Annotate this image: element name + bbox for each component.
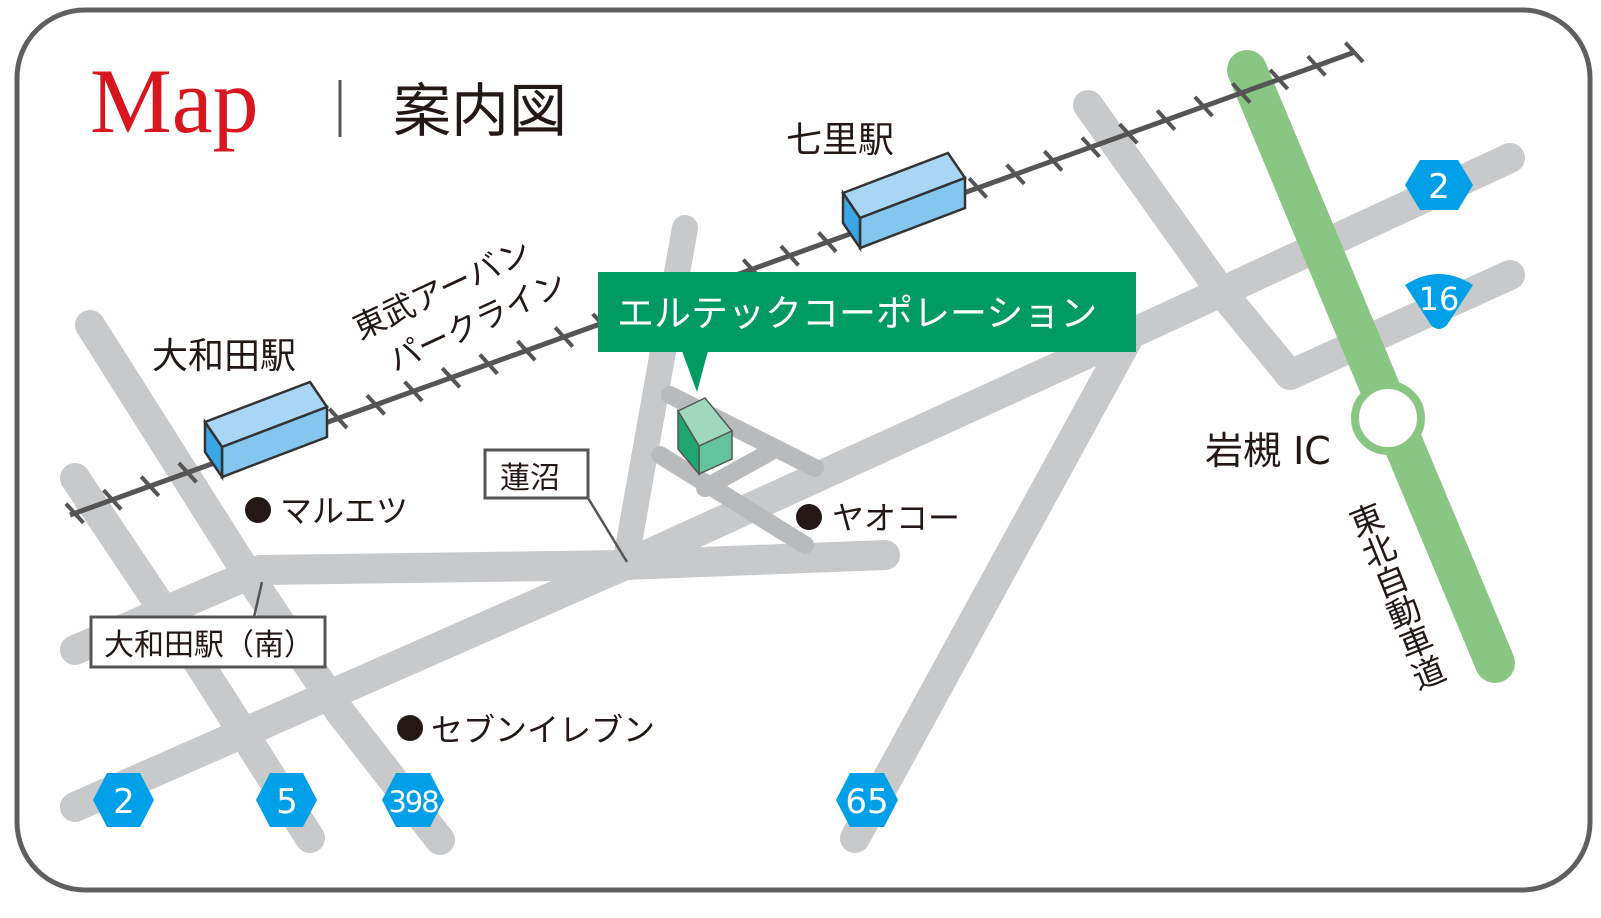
- svg-text:65: 65: [845, 782, 888, 822]
- shield-route-398: 398: [382, 773, 444, 827]
- road-minor-3: [696, 443, 779, 497]
- callout-pointer: [682, 351, 708, 392]
- interchange-label: 岩槻 IC: [1205, 429, 1331, 473]
- title-map-ja: 案内図: [393, 77, 567, 145]
- landmark-bullet-icon: [796, 504, 822, 530]
- svg-text:5: 5: [276, 782, 298, 822]
- company-name: エルテックコーポレーション: [617, 292, 1097, 335]
- rail-tie: [1118, 122, 1139, 145]
- rail-tie: [1005, 163, 1026, 186]
- rail-tie: [403, 380, 424, 403]
- interchange-icon: [1351, 381, 1425, 455]
- landmark-seven-eleven-label: セブンイレブン: [431, 711, 655, 749]
- bus-stop-owada-south: 大和田駅（南）: [89, 581, 327, 669]
- rail-tie: [102, 488, 123, 511]
- landmark-yaoko: ヤオコー: [796, 499, 960, 537]
- road-minor-2: [651, 446, 814, 554]
- rail-tie: [440, 366, 462, 389]
- rail-tie: [1268, 68, 1290, 91]
- rail-tie: [64, 502, 85, 525]
- rail-tie: [177, 461, 198, 484]
- expressway-line: [1227, 50, 1515, 683]
- svg-text:2: 2: [1428, 167, 1450, 207]
- rail-tie: [1306, 54, 1327, 77]
- rail-tie: [1231, 82, 1252, 104]
- svg-text:2: 2: [113, 782, 135, 822]
- company-building-icon[interactable]: [676, 397, 734, 477]
- expressway: [1227, 50, 1515, 683]
- company-callout-box[interactable]: [598, 272, 1136, 352]
- rail-tie: [139, 475, 161, 498]
- rail-tie: [967, 176, 989, 199]
- rail-tie: [327, 407, 349, 430]
- station-label-nanasato: 七里駅: [786, 120, 894, 161]
- rail-tie: [1343, 41, 1365, 64]
- rail-tie: [478, 353, 499, 376]
- rail-tie: [817, 231, 838, 254]
- road-route-65: [840, 320, 1145, 853]
- road-route-16: [1073, 90, 1525, 390]
- rail-tie: [553, 326, 575, 348]
- landmark-bullet-icon: [397, 715, 423, 741]
- rail-tie: [1193, 95, 1214, 118]
- station-omiya-box: [203, 380, 329, 482]
- map-header: Map 案内図: [90, 50, 567, 152]
- landmark-maruetsu: マルエツ: [245, 492, 408, 530]
- rail-tie: [1080, 136, 1102, 159]
- shield-route-2-top: 2: [1405, 160, 1473, 210]
- landmark-yaoko-label: ヤオコー: [832, 499, 960, 537]
- landmark-bullet-icon: [245, 497, 271, 523]
- rail-tie: [779, 244, 800, 267]
- bus-stop-owada-south-label: 大和田駅（南）: [104, 628, 314, 663]
- landmark-seven-eleven: セブンイレブン: [397, 711, 655, 749]
- rail-tie: [365, 393, 387, 416]
- rail-tie: [1155, 109, 1177, 132]
- shield-route-2-bottom: 2: [93, 773, 154, 827]
- shield-route-65: 65: [836, 773, 898, 827]
- station-label-owada: 大和田駅: [152, 336, 296, 377]
- svg-text:398: 398: [388, 785, 438, 819]
- shield-route-5: 5: [256, 773, 317, 827]
- title-map-en: Map: [90, 50, 259, 152]
- station-nanasato-box: [841, 151, 967, 253]
- landmark-maruetsu-label: マルエツ: [280, 492, 408, 530]
- bus-stop-hasunuma-label: 蓮沼: [500, 461, 560, 496]
- rail-tie: [516, 339, 537, 362]
- shield-route-16: 16: [1405, 274, 1473, 329]
- rail-tie: [1042, 149, 1064, 172]
- company-callout[interactable]: エルテックコーポレーション: [598, 272, 1136, 392]
- bus-stop-hasunuma: 蓮沼: [483, 448, 629, 563]
- svg-text:16: 16: [1419, 280, 1460, 318]
